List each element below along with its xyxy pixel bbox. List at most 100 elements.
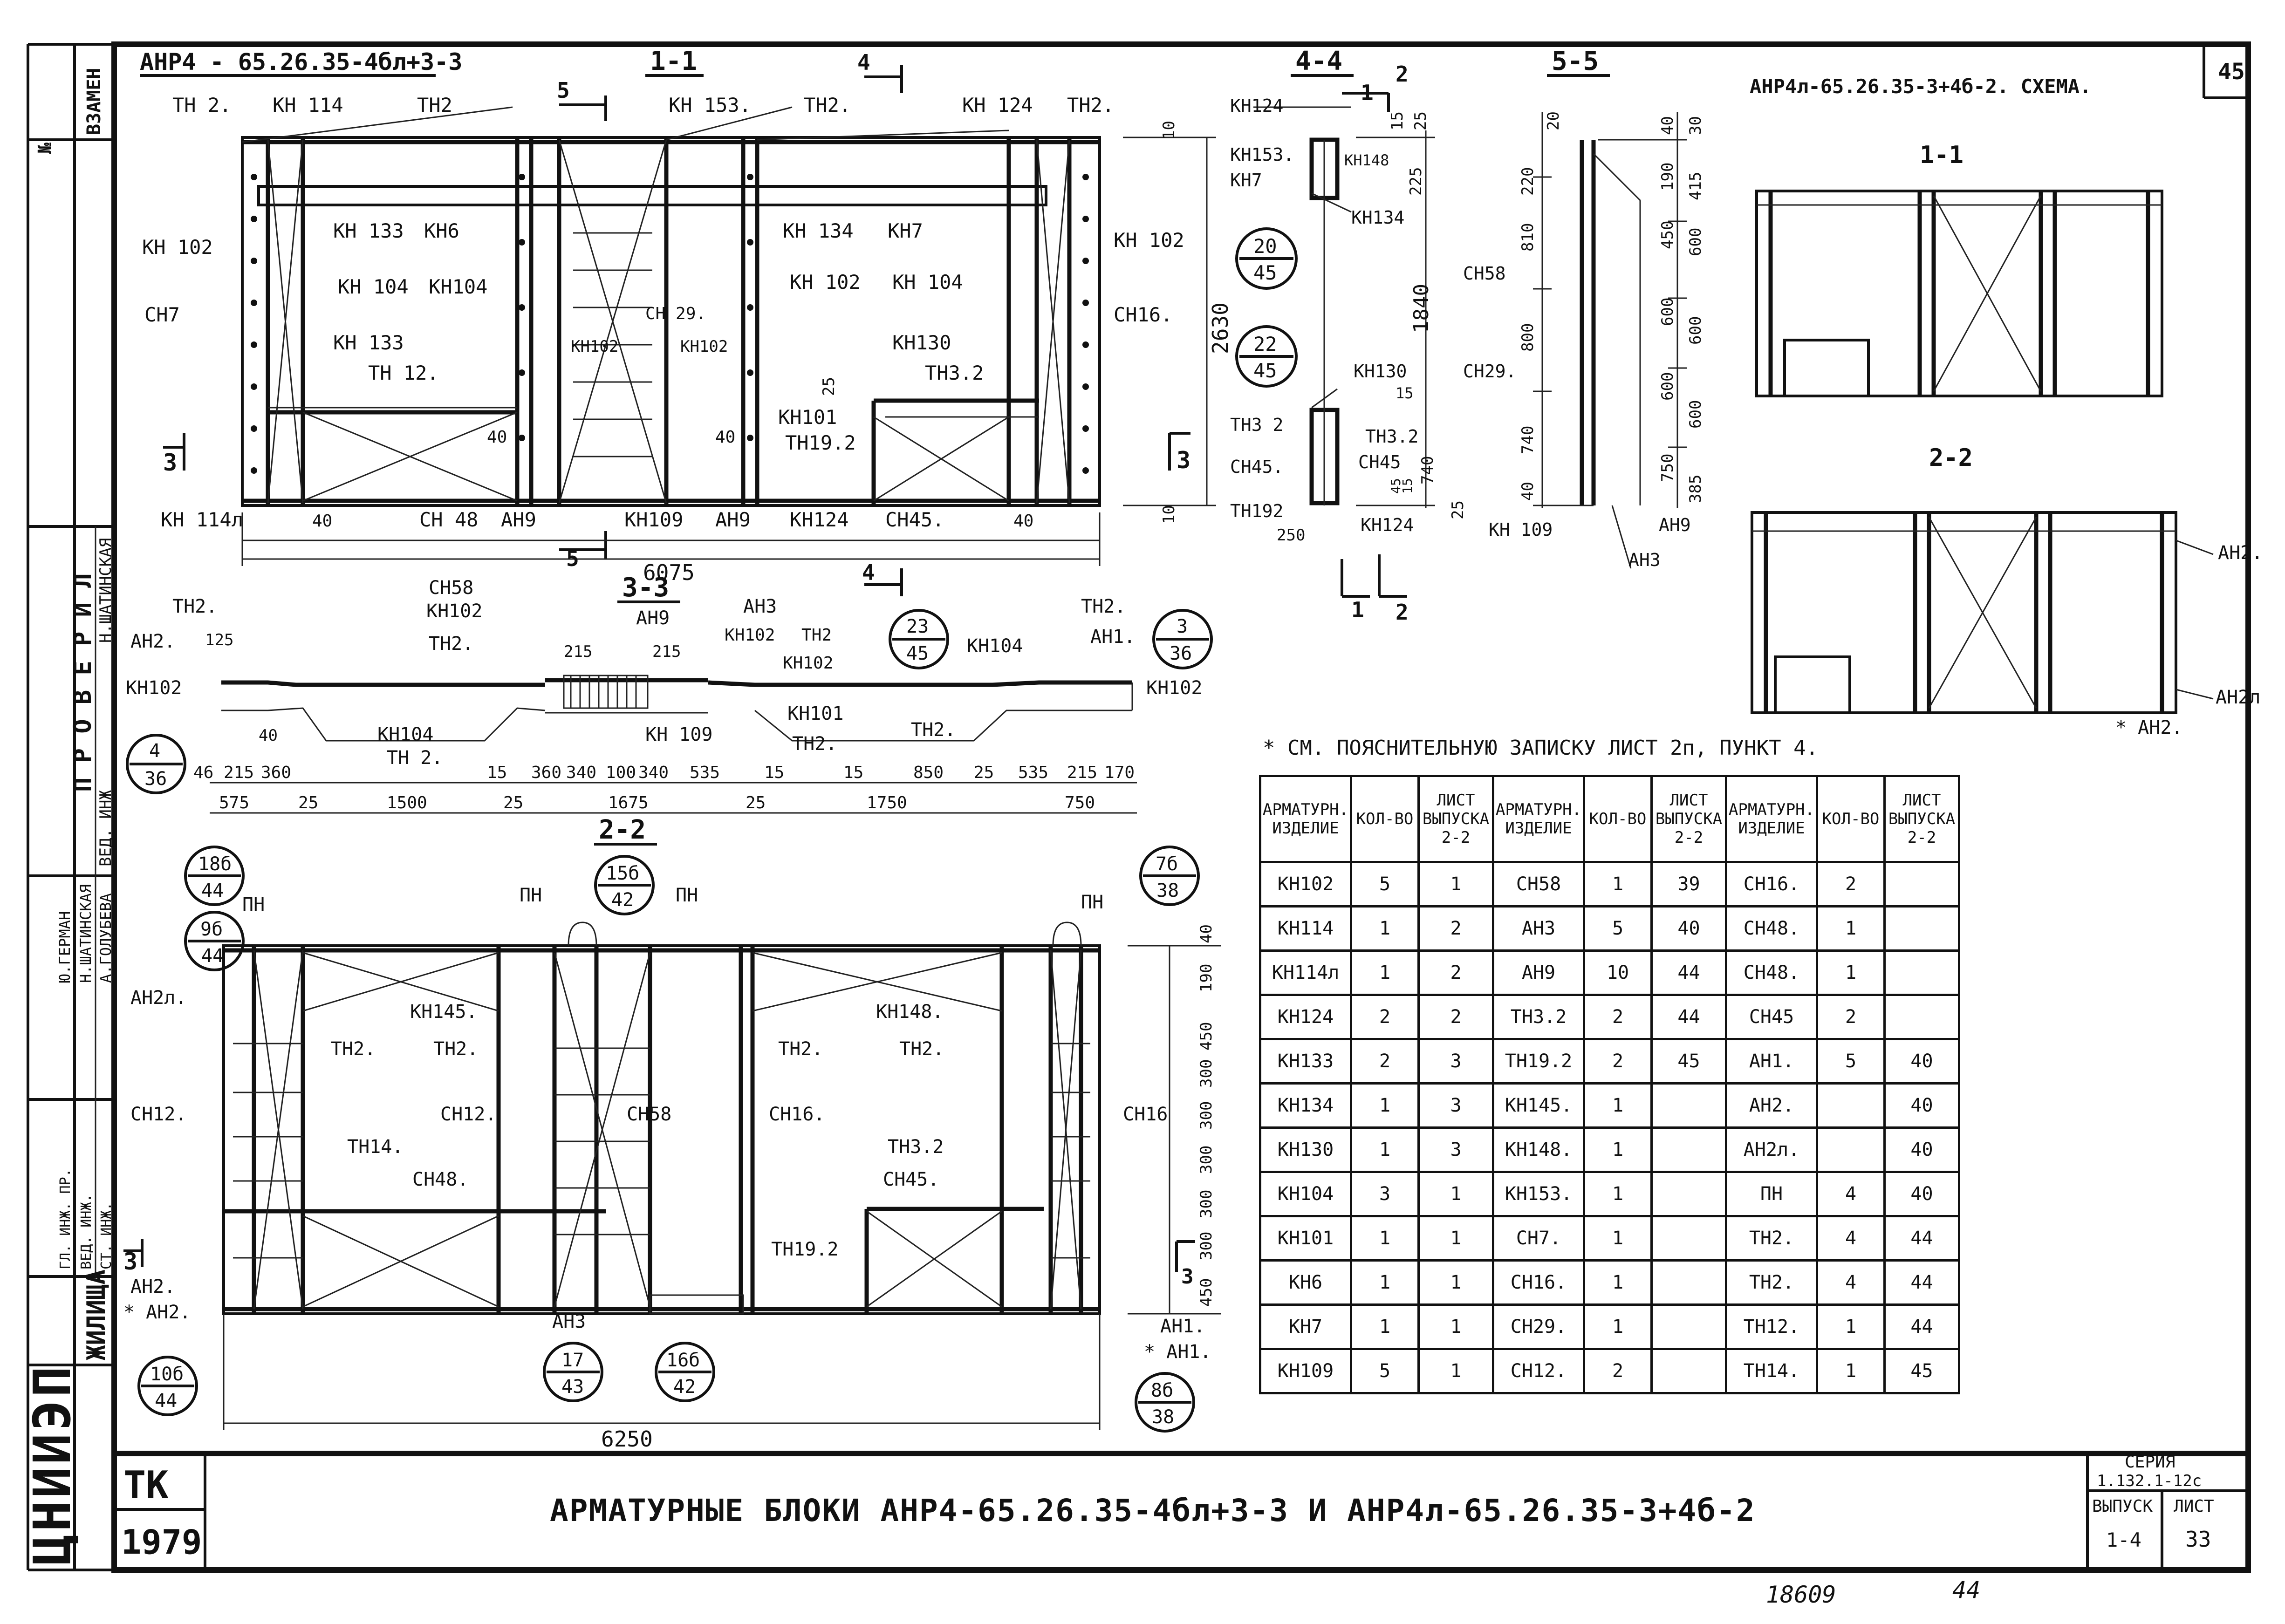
section-2-2-title: 2-2: [599, 815, 646, 845]
s33-kn102-l: КН102: [126, 677, 182, 699]
dim-40-a: 40: [487, 428, 507, 447]
s22-callout-17: 17: [561, 1350, 584, 1371]
s55-dim-20: 20: [1544, 111, 1563, 130]
s22-dim-v6: 300: [1197, 1190, 1216, 1218]
label-an9-a: АН9: [501, 508, 536, 531]
spec-h-sheet-2: ЛИСТ ВЫПУСКА 2-2: [1650, 775, 1727, 863]
table-cell: СН12.: [1492, 1348, 1585, 1394]
s33-tn2-d: ТН2.: [911, 719, 956, 741]
table-cell: КН109: [1259, 1348, 1352, 1394]
table-cell: 4: [1816, 1215, 1886, 1262]
approver-name-3: Н.ШАТИНСКАЯ: [77, 884, 95, 983]
mark-3-left: 3: [163, 449, 177, 476]
table-cell: [1650, 1348, 1727, 1394]
table-cell: ТН3.2: [1492, 994, 1585, 1040]
table-cell: [1883, 994, 1960, 1040]
s33-dim-b7: 750: [1065, 793, 1095, 812]
approver-name-4: А.ГОЛУБЕВА: [97, 893, 115, 983]
s22-tn2-c: ТН2.: [778, 1038, 823, 1060]
dim-25: 25: [820, 377, 838, 396]
s22-kn145: КН145.: [410, 1001, 478, 1023]
s22-an1-star: * АН1.: [1144, 1341, 1211, 1363]
spec-h-qty-2: КОЛ-ВО: [1583, 775, 1653, 863]
sheet-frame: [27, 41, 2251, 1573]
table-cell: 40: [1883, 1171, 1960, 1217]
dim-40-c: 40: [312, 512, 332, 531]
s33-dim-t11: 850: [913, 763, 944, 782]
s22-dim-v1: 190: [1197, 964, 1216, 992]
table-cell: ТН2.: [1725, 1259, 1818, 1306]
elevation-2-2: [123, 846, 1221, 1433]
s33-tn2-b: ТН2.: [429, 633, 473, 655]
s55-sn29: СН29.: [1463, 361, 1516, 382]
s33-dim-b4: 1675: [608, 793, 649, 812]
s33-kn109: КН 109: [645, 724, 713, 745]
s33-dim-t13: 535: [1018, 763, 1048, 782]
s33-kn104: КН104: [377, 724, 433, 745]
label-kn153: КН 153.: [669, 94, 751, 116]
mark-4-top: 4: [857, 50, 870, 75]
label-an9-b: АН9: [715, 508, 751, 531]
spec-h-sheet-1: ЛИСТ ВЫПУСКА 2-2: [1417, 775, 1494, 863]
label-sn16: СН16.: [1114, 303, 1172, 326]
dim-40-d: 40: [1013, 512, 1033, 531]
s22-sn58: СН58: [627, 1104, 671, 1125]
table-cell: 1: [1350, 905, 1420, 952]
table-cell: 1: [1816, 949, 1886, 996]
s44-dim-15c: 15: [1400, 478, 1415, 494]
table-cell: 44: [1883, 1303, 1960, 1350]
s44-dim-225: 225: [1407, 167, 1425, 196]
s22-callout-10: 10б: [150, 1364, 184, 1385]
s33-dim-t9: 15: [764, 763, 784, 782]
table-cell: 2: [1417, 949, 1494, 996]
s44-callout-20: 20: [1253, 235, 1277, 258]
role-2: ГЛ. ИНЖ. ПР.: [57, 1168, 74, 1269]
table-cell: КН101: [1259, 1215, 1352, 1262]
table-cell: КН148.: [1492, 1126, 1585, 1173]
s22-an2l: АН2л.: [130, 987, 186, 1009]
s44-sn45b: СН45: [1358, 452, 1401, 472]
s44-kn124: КН124: [1230, 96, 1283, 116]
s33-dim-t10: 15: [843, 763, 863, 782]
section-1-1-title: 1-1: [650, 46, 697, 76]
table-cell: 1: [1583, 1126, 1653, 1173]
label-kn134: КН 134: [783, 219, 854, 242]
table-cell: ТН19.2: [1492, 1038, 1585, 1085]
table-cell: 3: [1417, 1126, 1494, 1173]
schema-an2: АН2.: [2218, 542, 2263, 564]
table-cell: КН153.: [1492, 1171, 1585, 1217]
spec-header-row: АРМАТУРН. ИЗДЕЛИЕ КОЛ-ВО ЛИСТ ВЫПУСКА 2-…: [1259, 775, 1960, 863]
org-logo: ЦНИИЭП: [22, 1364, 82, 1565]
table-cell: 4: [1816, 1259, 1886, 1306]
s33-dim-215a: 215: [564, 642, 592, 661]
table-cell: 1: [1816, 905, 1886, 952]
table-cell: 1: [1417, 1259, 1494, 1306]
s33-callout-36b: 36: [1170, 643, 1192, 664]
s33-tn2-r: ТН2.: [1081, 596, 1126, 617]
table-cell: 1: [1417, 1303, 1494, 1350]
s44-kn134: КН134: [1351, 207, 1404, 228]
schema-an2l: АН2л: [2216, 687, 2260, 708]
dim-10-bottom: 10: [1160, 505, 1178, 524]
table-cell: 2: [1583, 994, 1653, 1040]
table-cell: 3: [1417, 1038, 1494, 1085]
org-label: ЖИЛИЩА: [82, 1269, 111, 1360]
label-kn124: КН 124: [962, 94, 1033, 116]
table-cell: 1: [1350, 1215, 1420, 1262]
table-cell: СН7.: [1492, 1215, 1585, 1262]
s33-kn102-u: КН102: [725, 626, 775, 645]
s33-dim-t7: 340: [638, 763, 669, 782]
table-cell: 1: [1583, 1303, 1653, 1350]
number-label: №: [34, 143, 56, 154]
table-cell: КН134: [1259, 1082, 1352, 1129]
table-cell: 40: [1883, 1082, 1960, 1129]
table-cell: ТН2.: [1725, 1215, 1818, 1262]
table-cell: КН114л: [1259, 949, 1352, 996]
s44-dim-15: 15: [1388, 111, 1407, 130]
s55-dim-190: 190: [1658, 163, 1677, 191]
schema-2-2-title: 2-2: [1929, 444, 1973, 472]
spec-h-item-1: АРМАТУРН. ИЗДЕЛИЕ: [1259, 775, 1352, 863]
